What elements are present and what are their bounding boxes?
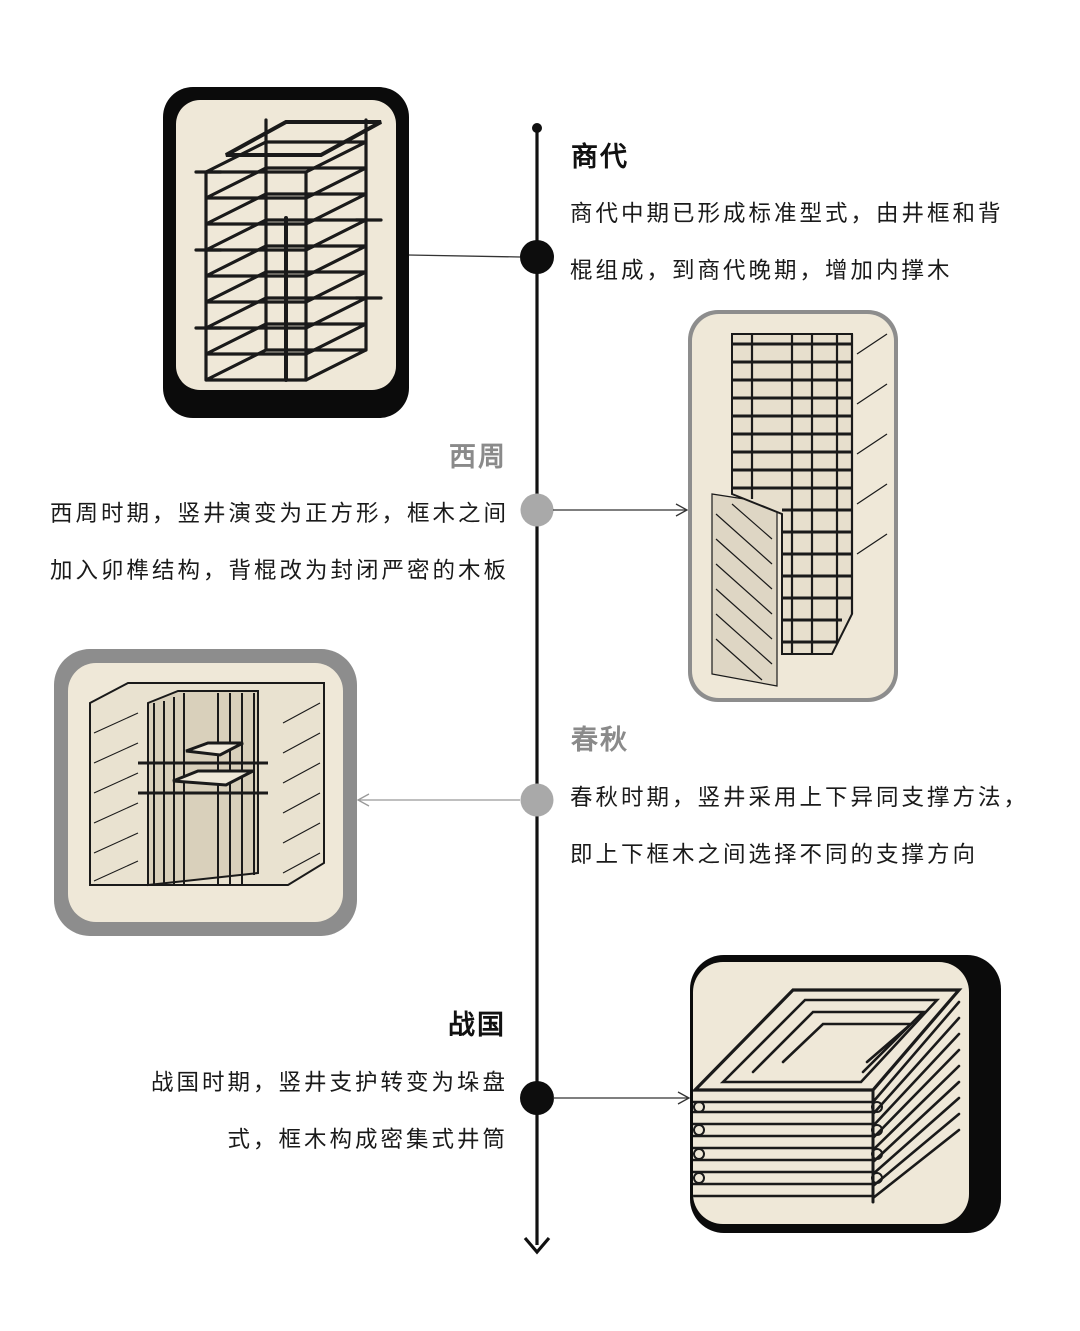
illustration-chunqiu-frame	[54, 649, 357, 936]
period-desc-chunqiu: 春秋时期，竖井采用上下异同支撑方法， 即上下框木之间选择不同的支撑方向	[570, 770, 1029, 884]
desc-line: 西周时期，竖井演变为正方形，框木之间	[50, 501, 510, 527]
illustration-zhanguo	[693, 962, 969, 1224]
illustration-chunqiu	[68, 663, 343, 922]
desc-line: 棍组成，到商代晚期，增加内撑木	[570, 258, 953, 284]
illustration-shang	[176, 100, 396, 390]
period-title-zhanguo: 战国	[448, 1010, 506, 1041]
desc-line: 式，框木构成密集式井筒	[227, 1127, 508, 1153]
period-title-chunqiu: 春秋	[571, 725, 629, 756]
desc-line: 春秋时期，竖井采用上下异同支撑方法，	[570, 785, 1030, 811]
connector-arrow-icon	[675, 503, 689, 517]
log-stack	[693, 1100, 875, 1198]
illustration-shang-frame	[163, 87, 409, 418]
period-desc-xizhou: 西周时期，竖井演变为正方形，框木之间 加入卯榫结构，背棍改为封闭严密的木板	[50, 486, 508, 600]
desc-line: 战国时期，竖井支护转变为垛盘	[150, 1070, 508, 1096]
shaft-frames-drawing	[194, 118, 383, 382]
square-shaft-drawing	[711, 333, 888, 687]
period-desc-zhanguo: 战国时期，竖井支护转变为垛盘 式，框木构成密集式井筒	[130, 1055, 508, 1169]
desc-line: 商代中期已形成标准型式，由井框和背	[570, 201, 1004, 227]
timeline-arrow-icon	[523, 1236, 551, 1255]
connector-shang	[407, 254, 521, 258]
desc-line: 即上下框木之间选择不同的支撑方向	[570, 842, 979, 868]
node-zhanguo	[520, 1081, 554, 1115]
node-shang	[520, 240, 554, 274]
illustration-xizhou	[692, 314, 894, 698]
period-title-xizhou: 西周	[449, 442, 507, 473]
support-shaft-drawing	[89, 682, 325, 887]
hatched-wall	[711, 493, 778, 687]
connector-arrow-icon	[677, 1091, 691, 1105]
crib-shaft-drawing	[693, 988, 963, 1204]
period-desc-shang: 商代中期已形成标准型式，由井框和背 棍组成，到商代晚期，增加内撑木	[570, 186, 1004, 300]
node-chunqiu	[520, 783, 554, 817]
timeline-start-dot	[532, 123, 542, 133]
illustration-xizhou-frame	[688, 310, 898, 702]
illustration-zhanguo-frame	[690, 955, 1001, 1233]
period-title-shang: 商代	[571, 142, 629, 173]
connector-arrow-icon	[356, 793, 370, 807]
node-xizhou	[520, 493, 554, 527]
desc-line: 加入卯榫结构，背棍改为封闭严密的木板	[50, 558, 510, 584]
